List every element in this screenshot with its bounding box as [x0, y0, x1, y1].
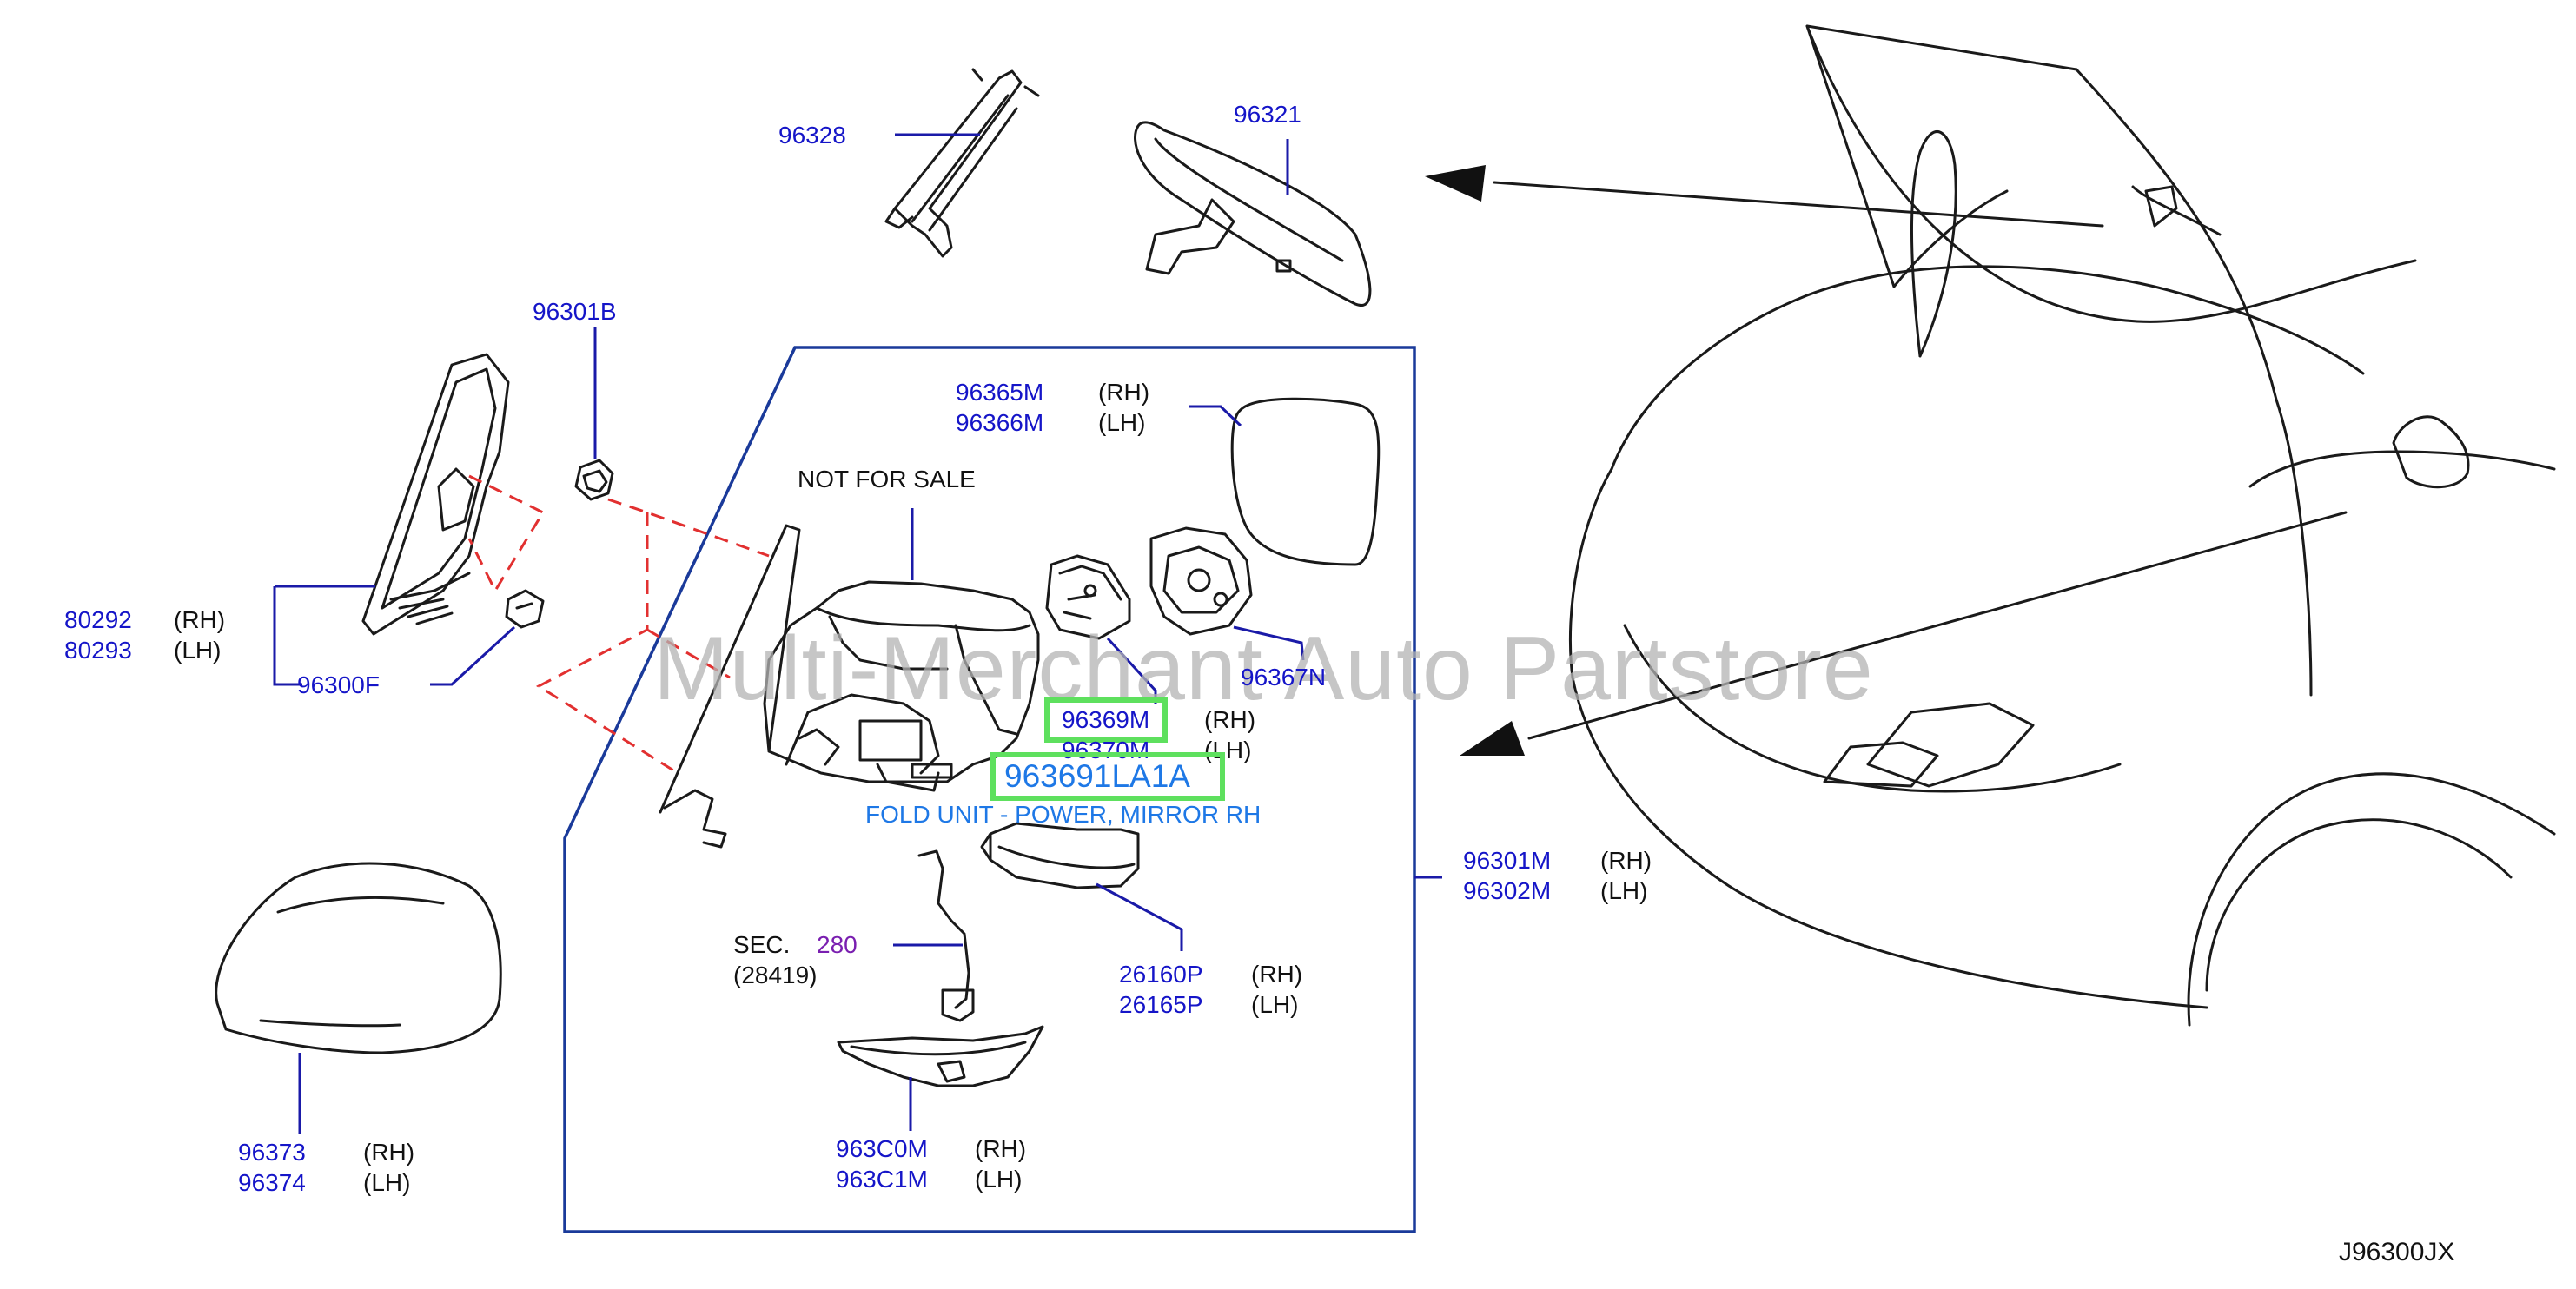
- part-96367N-actuator: [1149, 526, 1253, 636]
- part-label-96373[interactable]: 96373: [238, 1139, 306, 1166]
- part-96321-rearview-mirror: [1134, 121, 1372, 307]
- part-label-96374[interactable]: 96374: [238, 1169, 306, 1196]
- part-mirror-body: [659, 524, 1040, 849]
- side-label-80293: (LH): [174, 637, 222, 664]
- part-label-26160P[interactable]: 26160P: [1119, 961, 1203, 988]
- part-label-963C1M[interactable]: 963C1M: [836, 1166, 928, 1193]
- side-label-96365M: (RH): [1098, 379, 1150, 406]
- section-sub: (28419): [733, 962, 818, 988]
- part-96301B-nut: [574, 459, 614, 501]
- arrowhead-door-mirror: [1460, 721, 1525, 756]
- arrow-to-door-mirror: [1527, 511, 2348, 740]
- section-prefix: SEC.: [733, 931, 791, 958]
- highlight-box-963691LA1A: [990, 752, 1225, 801]
- part-label-96370M[interactable]: 96370M: [1062, 737, 1150, 763]
- assembly-frame: [563, 346, 1416, 1233]
- side-label-96374: (LH): [363, 1169, 411, 1196]
- side-label-963C1M: (LH): [975, 1166, 1023, 1193]
- highlight-box-96369M: [1044, 697, 1168, 743]
- part-96300F-clip: [505, 589, 545, 629]
- side-label-26160P: (RH): [1251, 961, 1303, 988]
- part-96373-cover: [215, 862, 502, 1054]
- part-26160P-turn-signal: [980, 822, 1140, 889]
- part-label-963C0M[interactable]: 963C0M: [836, 1135, 928, 1162]
- part-label-96301M[interactable]: 96301M: [1463, 847, 1552, 874]
- side-label-96369M: (RH): [1204, 706, 1256, 733]
- diagram-code: J96300JX: [2339, 1238, 2455, 1266]
- part-harness: [917, 849, 975, 1022]
- watermark: Multi-Merchant Auto Partstore: [653, 618, 1874, 719]
- arrow-to-rearview: [1493, 181, 2104, 228]
- part-96365M-mirror-glass: [1230, 397, 1381, 566]
- highlight-part-description: FOLD UNIT - POWER, MIRROR RH: [865, 801, 1262, 828]
- side-label-96370M: (LH): [1204, 737, 1252, 763]
- part-96328-bracket: [884, 68, 1040, 258]
- not-for-sale-label: NOT FOR SALE: [798, 466, 976, 492]
- part-label-96328[interactable]: 96328: [778, 122, 846, 149]
- side-label-26165P: (LH): [1251, 991, 1299, 1018]
- part-label-96302M[interactable]: 96302M: [1463, 877, 1552, 904]
- side-label-96302M: (LH): [1600, 877, 1648, 904]
- part-96369M-motor: [1045, 554, 1131, 640]
- part-label-96300F[interactable]: 96300F: [297, 671, 380, 698]
- side-label-96373: (RH): [363, 1139, 415, 1166]
- part-label-80292[interactable]: 80292: [64, 606, 132, 633]
- part-label-26165P[interactable]: 26165P: [1119, 991, 1203, 1018]
- arrowhead-rearview: [1425, 165, 1486, 202]
- side-label-80292: (RH): [174, 606, 226, 633]
- part-label-80293[interactable]: 80293: [64, 637, 132, 664]
- part-label-96301B[interactable]: 96301B: [533, 298, 617, 325]
- part-80292-cover: [361, 353, 510, 636]
- part-label-96365M[interactable]: 96365M: [956, 379, 1044, 406]
- section-number-link[interactable]: 280: [817, 931, 858, 958]
- part-label-96366M[interactable]: 96366M: [956, 409, 1044, 436]
- vehicle-outline: [1568, 24, 2556, 1027]
- part-963C0M-lamp: [837, 1025, 1044, 1087]
- side-label-96366M: (LH): [1098, 409, 1146, 436]
- side-label-963C0M: (RH): [975, 1135, 1027, 1162]
- part-label-96367N[interactable]: 96367N: [1241, 664, 1327, 691]
- side-label-96301M: (RH): [1600, 847, 1652, 874]
- highlight-part-number[interactable]: 963691LA1A: [1004, 758, 1190, 794]
- part-label-96321[interactable]: 96321: [1234, 101, 1301, 128]
- part-label-96369M[interactable]: 96369M: [1062, 706, 1150, 733]
